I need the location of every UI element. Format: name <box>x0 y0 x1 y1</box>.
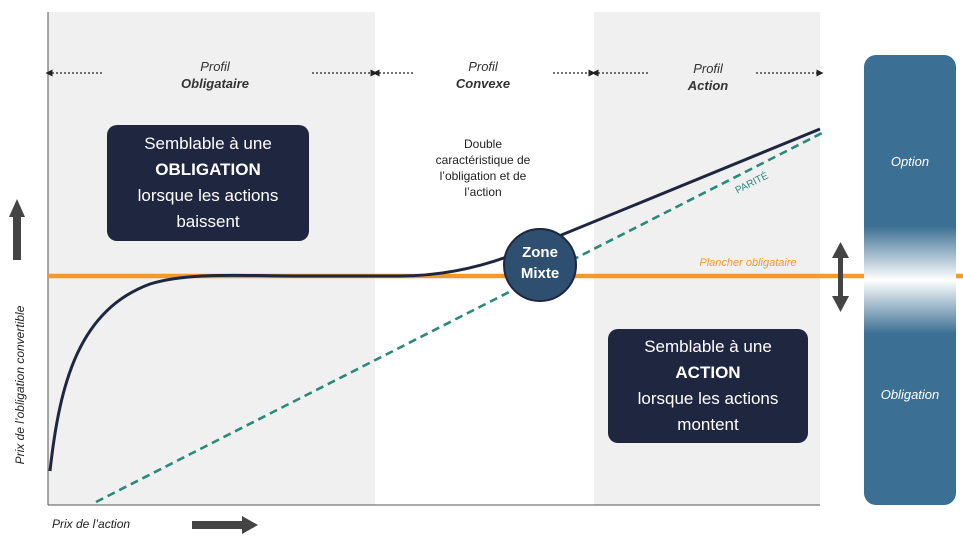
double-characteristic-text: Double caractéristique de l’obligation e… <box>398 136 568 200</box>
profile-convexe-line2: Convexe <box>455 76 511 91</box>
obligation-box-line4: baissent <box>176 212 240 231</box>
profile-obligataire-line1: Profil <box>200 59 230 74</box>
zone-obligataire-bg <box>48 12 375 505</box>
double-text-line1: Double <box>463 137 503 151</box>
double-text-line2: caractéristique de <box>435 153 531 167</box>
zone-mixte-line1: Zone <box>522 244 558 261</box>
zone-mixte-line2: Mixte <box>520 265 560 282</box>
obligation-box: Semblable à une OBLIGATION lorsque les a… <box>107 125 309 241</box>
obligation-label: Obligation <box>880 387 940 402</box>
option-label: Option <box>890 154 930 169</box>
double-text-line3: l’obligation et de <box>439 169 527 183</box>
profile-action-line2: Action <box>687 78 729 93</box>
parity-line <box>95 131 823 504</box>
profile-obligataire-label: Profil Obligataire <box>160 58 270 92</box>
convertible-price-curve <box>48 127 821 472</box>
zone-mixte-circle <box>503 228 577 302</box>
action-box-line1: Semblable à une <box>644 337 772 356</box>
zone-mixte-label: Zone Mixte <box>504 242 576 284</box>
double-arrow-icon <box>832 242 849 312</box>
profile-convexe-line1: Profil <box>468 59 498 74</box>
action-box-line4: montent <box>677 415 739 434</box>
x-right-arrow-icon <box>192 516 258 534</box>
action-box: Semblable à une ACTION lorsque les actio… <box>608 329 808 443</box>
bond-floor-label: Plancher obligataire <box>699 257 797 269</box>
obligation-box-line2: OBLIGATION <box>155 160 261 179</box>
y-up-arrow-icon <box>9 199 25 260</box>
profile-convexe-label: Profil Convexe <box>428 58 538 92</box>
y-axis-label: Prix de l’obligation convertible <box>13 305 27 465</box>
option-obligation-bar <box>864 55 956 505</box>
obligation-box-line3: lorsque les actions <box>137 186 279 205</box>
profile-action-line1: Profil <box>693 61 723 76</box>
obligation-box-line1: Semblable à une <box>144 134 272 153</box>
action-box-line2: ACTION <box>675 363 741 382</box>
double-text-line4: l’action <box>464 185 502 199</box>
x-axis-label: Prix de l’action <box>52 517 131 531</box>
profile-obligataire-line2: Obligataire <box>181 76 249 91</box>
profile-action-label: Profil Action <box>653 60 763 94</box>
action-box-line3: lorsque les actions <box>637 389 779 408</box>
